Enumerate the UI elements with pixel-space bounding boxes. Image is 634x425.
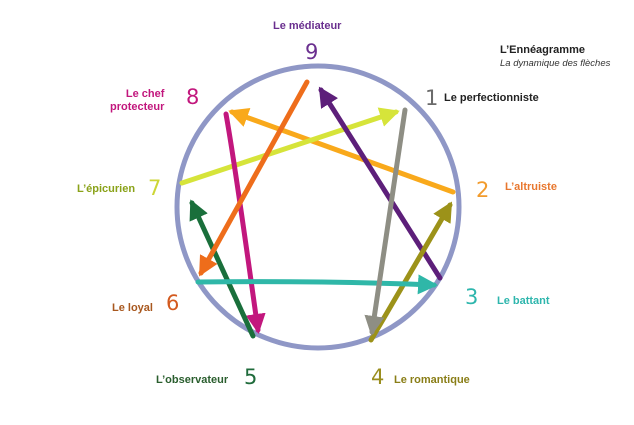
number-point-3: 3 <box>465 285 479 309</box>
number-point-6: 6 <box>166 291 180 315</box>
number-point-2: 2 <box>476 178 490 202</box>
label-point-6: Le loyal <box>112 302 153 314</box>
arrow-3-to-9 <box>318 86 443 281</box>
title-block: L’Ennéagramme La dynamique des flèches <box>500 44 630 69</box>
diagram-subtitle: La dynamique des flèches <box>500 58 611 69</box>
enneagram-circle <box>174 63 462 351</box>
arrow-1-to-4 <box>364 107 408 336</box>
diagram-title: L’Ennéagramme <box>500 44 585 56</box>
label-point-3: Le battant <box>497 295 550 307</box>
label-point-7: L’épicurien <box>77 183 136 195</box>
number-point-9: 9 <box>305 40 319 64</box>
arrow-5-to-7 <box>189 199 256 339</box>
label-point-9: Le médiateur <box>273 20 342 32</box>
label-point-5: L’observateur <box>156 374 229 386</box>
arrow-1-to-7 <box>179 107 400 186</box>
arrow-9-to-6 <box>198 79 310 277</box>
label-point-1: Le perfectionniste <box>444 92 539 104</box>
number-point-8: 8 <box>186 85 200 109</box>
label-point-4: Le romantique <box>394 374 470 386</box>
number-point-5: 5 <box>244 365 258 389</box>
number-point-4: 4 <box>371 365 385 389</box>
label-point-2: L’altruiste <box>505 181 557 193</box>
arrow-6-to-3 <box>195 274 438 295</box>
arrow-8-to-5 <box>223 111 266 334</box>
arrow-2-to-8 <box>228 108 456 195</box>
number-point-1: 1 <box>425 86 439 110</box>
label-point-8: Le chef protecteur <box>110 88 165 113</box>
number-point-7: 7 <box>148 176 162 200</box>
